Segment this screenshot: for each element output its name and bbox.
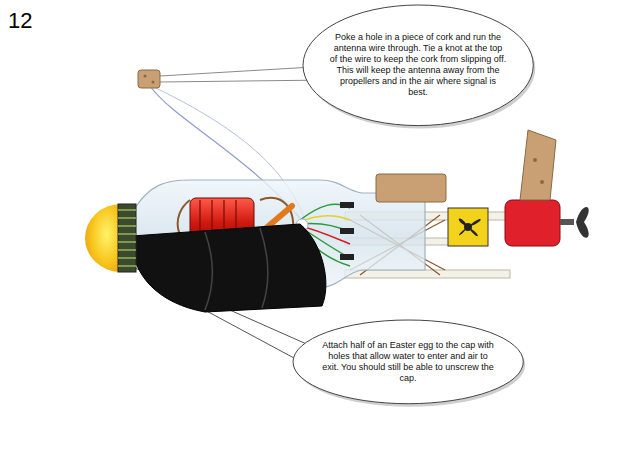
alligator-clip <box>340 254 354 260</box>
cork-texture <box>152 81 155 84</box>
propeller <box>459 218 481 236</box>
ellipse-border <box>303 5 533 126</box>
callout-ellipse: Poke a hole in a piece of cork and run t… <box>302 4 534 127</box>
motor-wire <box>300 216 350 222</box>
ellipse-border <box>293 320 523 404</box>
step-number: 12 <box>8 8 32 34</box>
tail-cork <box>520 130 556 200</box>
leader-line <box>160 80 330 82</box>
antenna-cork <box>138 70 160 88</box>
bottle-cap <box>118 204 136 272</box>
rear-motor <box>505 200 560 246</box>
prop-shaft <box>560 219 574 225</box>
motor-box <box>448 208 488 246</box>
callout-text: Attach half of an Easter egg to the cap … <box>319 340 497 384</box>
cork-texture <box>144 75 147 78</box>
cork-texture <box>533 158 537 162</box>
alligator-clip <box>340 228 354 234</box>
float-cork <box>376 174 446 202</box>
callout-ellipse: Attach half of an Easter egg to the cap … <box>292 319 524 405</box>
callout-text: Poke a hole in a piece of cork and run t… <box>329 32 507 98</box>
rear-propeller <box>576 207 589 238</box>
cap-ridges <box>118 210 136 266</box>
yellow-dome <box>85 204 121 272</box>
cork-texture <box>540 180 544 184</box>
easter-egg-half <box>132 224 326 312</box>
egg-fold <box>205 228 268 310</box>
frame-tube <box>345 270 510 278</box>
alligator-clip <box>340 202 354 208</box>
